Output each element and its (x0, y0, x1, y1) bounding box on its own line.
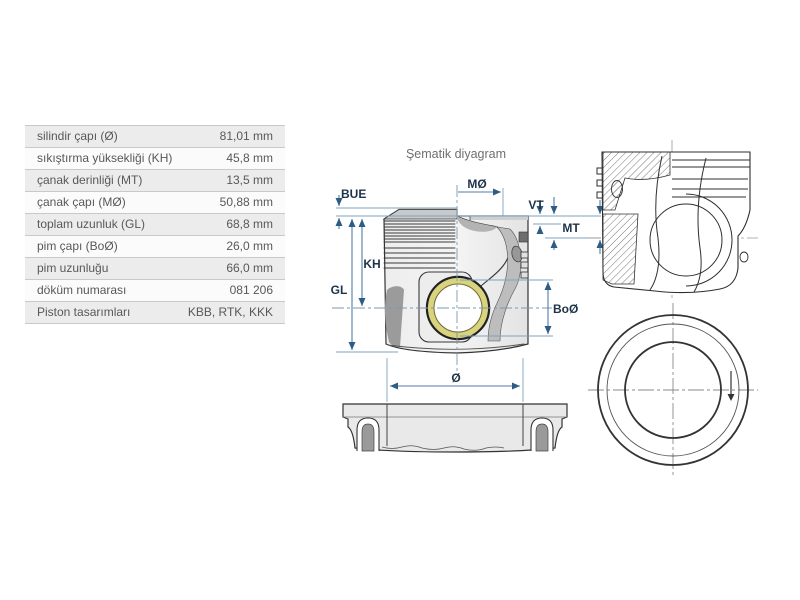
spec-label: Piston tasarımları (37, 305, 131, 319)
spec-value: 66,0 mm (226, 261, 273, 275)
piston-section-view (382, 208, 529, 354)
piston-spec-table: silindir çapı (Ø) 81,01 mm sıkıştırma yüks… (25, 125, 285, 324)
spec-row: Piston tasarımları KBB, RTK, KKK (25, 301, 285, 323)
dim-label-gl: GL (331, 283, 348, 297)
spec-value: 50,88 mm (219, 195, 273, 209)
dim-label-vt: VT (528, 198, 544, 212)
spec-value: 45,8 mm (226, 151, 273, 165)
spec-row: pim çapı (BoØ) 26,0 mm (25, 235, 285, 257)
spec-label: pim çapı (BoØ) (37, 239, 118, 253)
spec-label: çanak derinliği (MT) (37, 173, 143, 187)
dim-label-dia: Ø (451, 371, 460, 385)
spec-label: döküm numarası (37, 283, 127, 297)
dim-label-kh: KH (363, 257, 380, 271)
dimension-lines (335, 188, 604, 390)
spec-label: toplam uzunluk (GL) (37, 217, 146, 231)
piston-lineart-view (586, 140, 758, 300)
spec-row: çanak çapı (MØ) 50,88 mm (25, 191, 285, 213)
spec-label: sıkıştırma yüksekliği (KH) (37, 151, 173, 165)
spec-value: 81,01 mm (219, 129, 273, 143)
extension-lines (336, 188, 601, 402)
spec-row: döküm numarası 081 206 (25, 279, 285, 301)
spec-row: çanak derinliği (MT) 13,5 mm (25, 169, 285, 191)
spec-label: silindir çapı (Ø) (37, 129, 118, 143)
spec-row: sıkıştırma yüksekliği (KH) 45,8 mm (25, 147, 285, 169)
spec-label: pim uzunluğu (37, 261, 109, 275)
spec-row: pim uzunluğu 66,0 mm (25, 257, 285, 279)
spec-value: 68,8 mm (226, 217, 273, 231)
dim-label-bo: BoØ (553, 302, 578, 316)
orientation-arrow (727, 371, 735, 401)
spec-label: çanak çapı (MØ) (37, 195, 126, 209)
diagram-title: Şematik diyagram (406, 147, 506, 161)
dim-label-mo: MØ (467, 177, 486, 191)
spec-value: 081 206 (229, 283, 273, 297)
spec-row: toplam uzunluk (GL) 68,8 mm (25, 213, 285, 235)
spec-value: 26,0 mm (226, 239, 273, 253)
piston-top-view (588, 303, 758, 477)
spec-row: silindir çapı (Ø) 81,01 mm (25, 125, 285, 147)
spec-value: 13,5 mm (226, 173, 273, 187)
skirt-shading (384, 286, 404, 347)
dim-label-bue: BUE (341, 187, 366, 201)
spec-value: KBB, RTK, KKK (187, 305, 273, 319)
dim-label-mt: MT (562, 221, 580, 235)
crown-strip-view (342, 403, 568, 453)
